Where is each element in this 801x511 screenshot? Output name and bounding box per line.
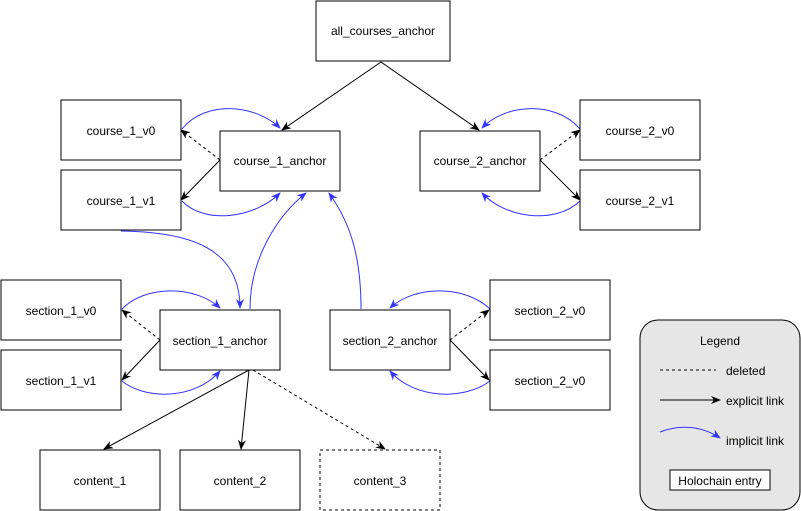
node-content-1: content_1 (39, 449, 161, 511)
edge-section-2-v0-bottom-to-section-2-anchor-implicit (389, 370, 491, 395)
legend-box (639, 319, 801, 511)
node-section-2-v0-bottom: section_2_v0 (489, 349, 611, 411)
node-label: all_courses_anchor (331, 24, 435, 38)
edge-section-1-v1-to-section-1-anchor-implicit (121, 370, 221, 395)
node-course-2-anchor: course_2_anchor (419, 130, 541, 192)
node-all-courses-anchor: all_courses_anchor (315, 0, 451, 62)
node-course-2-v0: course_2_v0 (579, 99, 701, 161)
node-label: section_2_v0 (515, 304, 586, 318)
edge-all-courses-to-course-2-anchor (380, 61, 480, 131)
legend: Legend deleted explicit link implicit li… (639, 319, 801, 511)
edge-all-courses-to-course-1-anchor (281, 61, 382, 131)
node-label: content_1 (74, 474, 127, 488)
node-section-1-anchor: section_1_anchor (159, 309, 281, 371)
nodes-layer: all_courses_anchor course_1_v0 course_1_… (0, 0, 701, 511)
legend-entry-label: Holochain entry (678, 474, 761, 488)
legend-entry-box (669, 469, 771, 491)
edge-course-2-v0-to-course-2-anchor-implicit (481, 108, 581, 130)
node-section-1-v1: section_1_v1 (0, 349, 122, 411)
node-course-1-v0: course_1_v0 (60, 99, 182, 161)
node-course-2-v1: course_2_v1 (579, 169, 701, 231)
edge-course-1-v0-to-course-1-anchor-implicit (181, 108, 281, 130)
legend-title: Legend (700, 334, 740, 348)
edge-section-1-anchor-to-section-1-v0-deleted (121, 309, 161, 341)
edge-course-2-anchor-to-course-2-v0-deleted (539, 129, 581, 161)
node-label: section_2_anchor (343, 334, 438, 348)
node-label: section_1_v1 (26, 374, 97, 388)
edge-section-2-v0-top-to-section-2-anchor-implicit (389, 290, 491, 310)
legend-deleted-label: deleted (726, 364, 765, 378)
edge-section-1-anchor-to-content-2 (237, 369, 250, 450)
edge-section-1-anchor-to-section-1-v1 (121, 339, 161, 381)
node-section-2-anchor: section_2_anchor (329, 309, 451, 371)
node-label: course_2_anchor (434, 154, 527, 168)
edge-course-1-anchor-to-course-1-v1 (180, 159, 221, 201)
node-label: content_3 (354, 474, 407, 488)
edge-section-2-anchor-to-section-2-v0-bottom (449, 339, 490, 381)
node-label: course_2_v1 (606, 194, 675, 208)
edge-section-1-v0-to-section-1-anchor-implicit (121, 290, 221, 310)
edge-course-1-v1-to-section-1-anchor-implicit (120, 230, 244, 309)
node-content-2: content_2 (179, 449, 301, 511)
node-label: section_1_v0 (26, 304, 97, 318)
edge-course-1-anchor-to-course-1-v0-deleted (180, 129, 221, 161)
edge-course-2-v1-to-course-2-anchor-implicit (481, 192, 581, 217)
edge-course-1-v1-to-course-1-anchor-implicit (181, 192, 281, 217)
node-label: content_2 (214, 474, 267, 488)
legend-explicit-label: explicit link (726, 394, 785, 408)
edge-section-2-anchor-to-course-1-anchor-implicit (328, 192, 362, 310)
node-label: section_1_anchor (173, 334, 268, 348)
edge-section-1-anchor-to-course-1-anchor-implicit (249, 192, 307, 310)
node-label: course_2_v0 (606, 124, 675, 138)
node-label: course_1_anchor (234, 154, 327, 168)
edge-section-1-anchor-to-content-1 (103, 369, 250, 450)
edges-layer (103, 61, 581, 450)
edge-section-1-anchor-to-content-3-deleted (252, 369, 386, 450)
legend-implicit-arrow (659, 426, 721, 439)
node-label: course_1_v1 (87, 194, 156, 208)
node-course-1-v1: course_1_v1 (60, 169, 182, 231)
node-section-1-v0: section_1_v0 (0, 279, 122, 341)
legend-implicit-label: implicit link (726, 434, 785, 448)
edge-course-2-anchor-to-course-2-v1 (539, 159, 581, 201)
node-section-2-v0-top: section_2_v0 (489, 279, 611, 341)
node-content-3-deleted: content_3 (319, 449, 441, 511)
edge-section-2-anchor-to-section-2-v0-top-deleted (449, 309, 490, 341)
node-course-1-anchor: course_1_anchor (219, 130, 341, 192)
node-label: section_2_v0 (515, 374, 586, 388)
node-label: course_1_v0 (87, 124, 156, 138)
